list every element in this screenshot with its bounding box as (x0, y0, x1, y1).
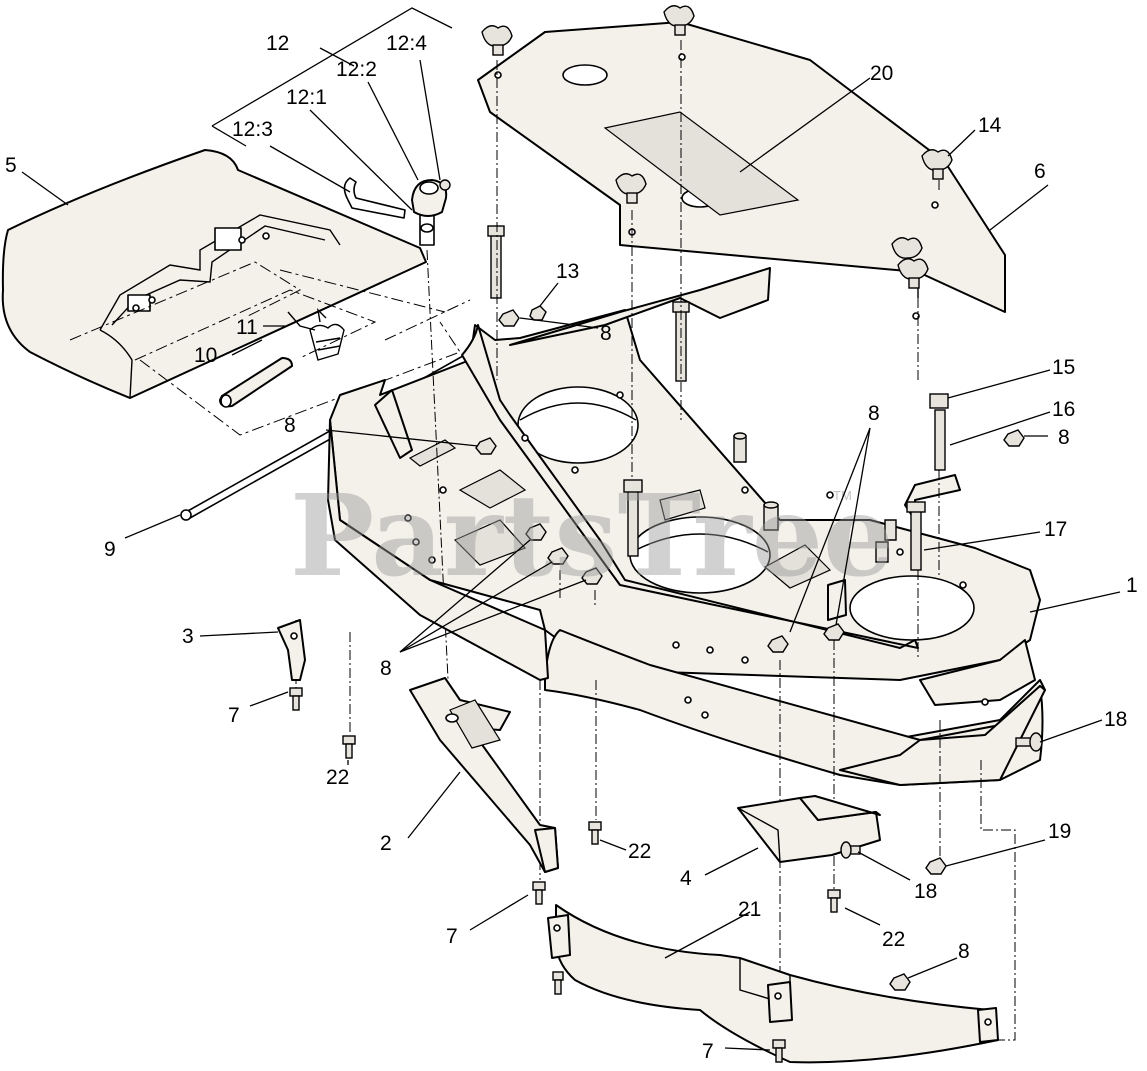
svg-text:TM: TM (833, 488, 852, 503)
part-3-bracket[interactable] (277, 619, 306, 681)
part-11-torsion-spring[interactable] (287, 307, 345, 361)
part-21-belt-shield[interactable] (547, 904, 999, 1064)
nut-8-e (581, 567, 603, 585)
callout-18a: 18 (1104, 708, 1127, 731)
bolts-and-pins[interactable] (289, 687, 1043, 1063)
callout-12: 12 (266, 32, 289, 55)
callout-15: 15 (1052, 356, 1075, 379)
leader-lines (21, 47, 1121, 1051)
part-8-nuts[interactable] (475, 305, 1025, 991)
callout-12-3: 12:3 (232, 118, 273, 141)
knob-b (663, 5, 695, 36)
chute-phantom-outline (69, 261, 471, 436)
callout-8f: 8 (958, 940, 970, 963)
callout-4: 4 (680, 867, 692, 890)
callout-16: 16 (1052, 398, 1075, 421)
knob-c (615, 173, 647, 204)
callout-22a: 22 (326, 766, 349, 789)
nut-8-d (547, 547, 569, 565)
callout-12-2: 12:2 (336, 58, 377, 81)
callout-6: 6 (1034, 160, 1046, 183)
nut-13 (529, 305, 547, 321)
pin-18-a (1015, 732, 1043, 752)
callout-11: 11 (236, 316, 258, 339)
part-1-mower-deck-housing[interactable] (329, 267, 1046, 786)
bolt-22-a (342, 735, 356, 759)
bolt-7-c (552, 971, 564, 995)
callout-5: 5 (5, 154, 17, 177)
callout-8a: 8 (284, 414, 296, 437)
bolt-7-a (289, 687, 303, 711)
part-10-roller-tube[interactable] (219, 357, 293, 408)
callout-22b: 22 (628, 840, 651, 863)
callout-8e: 8 (380, 657, 392, 680)
callout-7b: 7 (446, 925, 458, 948)
part-14-knobs[interactable] (481, 5, 953, 289)
part-2-baffle[interactable] (409, 677, 559, 873)
callout-12-1: 12:1 (286, 86, 327, 109)
bolt-22-b (588, 821, 602, 845)
nut-8-c (525, 523, 547, 541)
callout-22c: 22 (882, 928, 905, 951)
knob-e (897, 258, 929, 289)
nut-8-i (889, 973, 911, 991)
part-12-switch-kit[interactable] (211, 7, 453, 246)
svg-text:PartsTree: PartsTree (290, 471, 894, 602)
bolt-7-d (772, 1039, 786, 1063)
bolt-22-c (827, 889, 841, 913)
nut-8-g (823, 623, 845, 641)
callout-7a: 7 (228, 704, 240, 727)
callout-9: 9 (104, 538, 116, 561)
callout-13: 13 (556, 260, 579, 283)
callout-12-4: 12:4 (386, 32, 427, 55)
callout-labels: 1 2 3 4 5 6 7 7 7 8 8 8 8 8 8 9 10 11 12… (5, 32, 1138, 1063)
watermark: PartsTree TM (290, 471, 894, 602)
knob-a (481, 25, 513, 56)
callout-8b: 8 (600, 322, 612, 345)
nut-8-h (1003, 429, 1025, 447)
callout-18b: 18 (914, 880, 937, 903)
callout-10: 10 (194, 344, 217, 367)
part-16-studs[interactable] (487, 225, 949, 571)
bolt-7-b (532, 881, 546, 905)
callout-19: 19 (1048, 820, 1071, 843)
callout-1: 1 (1126, 574, 1138, 597)
callout-2: 2 (380, 832, 392, 855)
callout-20: 20 (870, 62, 893, 85)
part-20-cover-decal[interactable] (603, 111, 800, 216)
nut-19 (925, 857, 947, 875)
deck-left-side-panel (327, 419, 549, 681)
callout-17: 17 (1044, 518, 1067, 541)
nut-8-f (767, 635, 789, 653)
callout-14: 14 (978, 114, 1002, 137)
callout-8c: 8 (1058, 426, 1070, 449)
knob-f (891, 237, 923, 259)
knob-d (921, 149, 953, 180)
pin-18-b (840, 841, 861, 859)
callout-21: 21 (738, 898, 761, 921)
nut-8-a (498, 309, 520, 327)
callout-7c: 7 (702, 1040, 714, 1063)
callout-3: 3 (182, 625, 194, 648)
nut-8-b (475, 437, 497, 455)
callout-8d: 8 (868, 402, 880, 425)
